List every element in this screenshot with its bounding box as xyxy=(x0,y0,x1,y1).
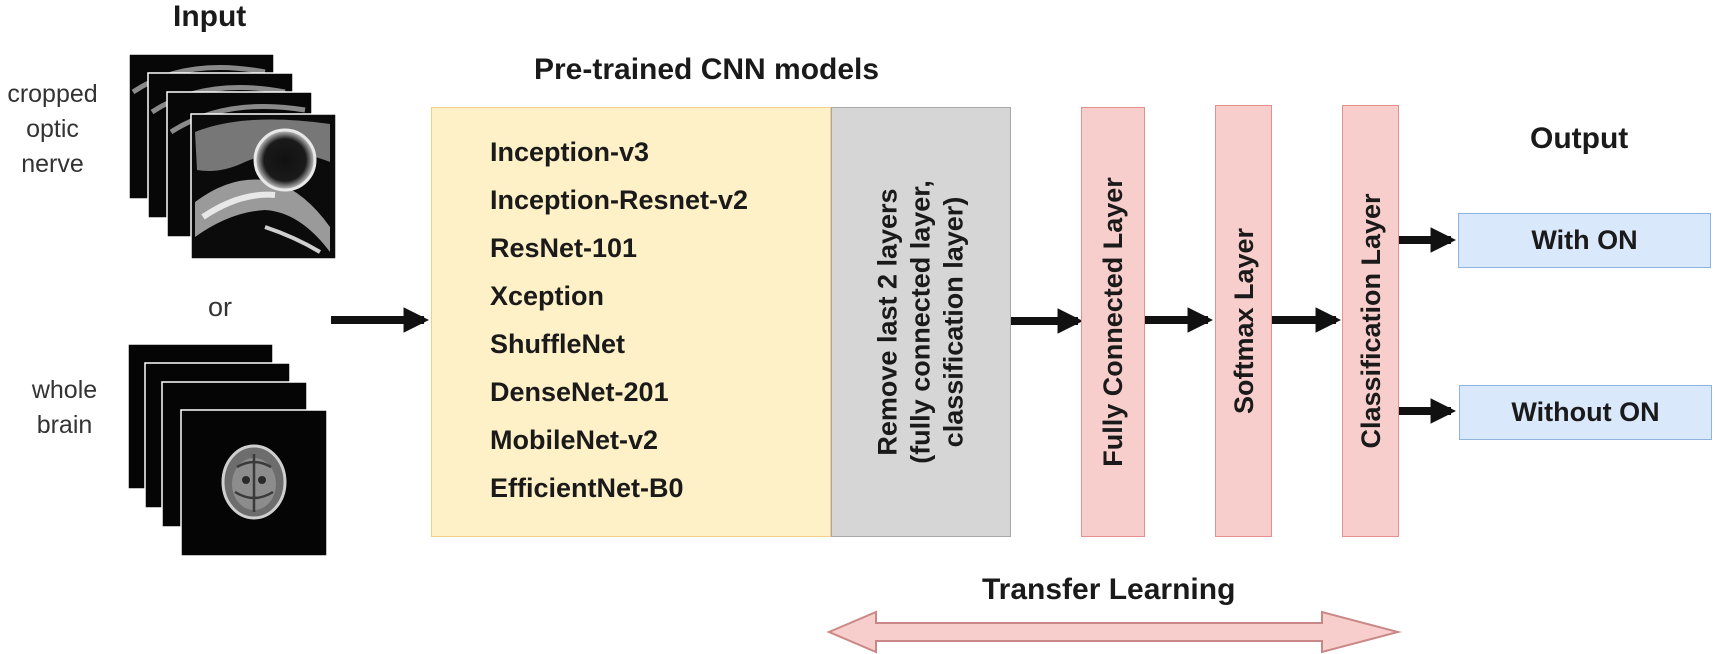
whole-brain-label: whole brain xyxy=(12,373,117,443)
label-line: nerve xyxy=(21,150,84,178)
remove-layers-box: Remove last 2 layers (fully connected la… xyxy=(831,107,1011,537)
remove-layers-text: Remove last 2 layers (fully connected la… xyxy=(872,180,971,464)
optic-nerve-image-stack xyxy=(128,53,337,260)
transfer-learning-label: Transfer Learning xyxy=(982,573,1236,606)
models-title: Pre-trained CNN models xyxy=(534,53,880,86)
optic-nerve-core xyxy=(201,191,276,220)
model-item: Inception-v3 xyxy=(490,137,650,167)
text-line: Remove last 2 layers xyxy=(872,188,903,456)
classification-layer-label: Classification Layer xyxy=(1355,193,1386,449)
cropped-optic-nerve-label: cropped optic nerve xyxy=(0,77,105,182)
pretrained-models-box: Inception-v3 Inception-Resnet-v2 ResNet-… xyxy=(431,107,831,537)
eyeball-rim xyxy=(253,128,317,192)
model-item: ResNet-101 xyxy=(490,233,638,263)
tissue-detail xyxy=(264,225,322,254)
label-line: optic xyxy=(26,115,79,143)
text-line: (fully connected layer, xyxy=(905,180,936,464)
model-item: MobileNet-v2 xyxy=(490,425,659,455)
output-title: Output xyxy=(1530,122,1629,155)
eyeball xyxy=(255,130,315,190)
classification-layer-box: Classification Layer xyxy=(1342,105,1399,537)
model-item: Inception-Resnet-v2 xyxy=(490,185,749,215)
brain-folds xyxy=(234,454,274,512)
with-on-output-box: With ON xyxy=(1458,213,1711,268)
label-line: cropped xyxy=(7,80,98,108)
model-item: EfficientNet-B0 xyxy=(490,473,684,503)
brain-ventricle xyxy=(242,476,250,484)
model-item: ShuffleNet xyxy=(490,329,625,359)
fully-connected-layer-box: Fully Connected Layer xyxy=(1081,107,1145,537)
softmax-layer-box: Softmax Layer xyxy=(1215,105,1272,537)
model-item: Xception xyxy=(490,281,605,311)
text-line: classification layer) xyxy=(938,196,969,448)
or-label: or xyxy=(207,292,232,322)
optic-nerve-tissue xyxy=(195,179,330,252)
mri-slice-texture xyxy=(150,85,286,115)
brain-ventricle xyxy=(258,476,266,484)
mri-slice-texture xyxy=(169,104,306,135)
whole-brain-image-stack xyxy=(127,343,328,557)
model-list: Inception-v3 Inception-Resnet-v2 ResNet-… xyxy=(490,136,748,520)
label-line: brain xyxy=(36,411,93,439)
without-on-output-box: Without ON xyxy=(1459,385,1712,440)
label-line: whole xyxy=(31,376,98,404)
softmax-layer-label: Softmax Layer xyxy=(1228,227,1259,415)
input-title: Input xyxy=(173,0,247,33)
fully-connected-layer-label: Fully Connected Layer xyxy=(1098,177,1128,467)
model-item: DenseNet-201 xyxy=(490,377,669,407)
transfer-learning-arrow xyxy=(826,610,1402,654)
mri-slice-texture xyxy=(131,65,266,95)
